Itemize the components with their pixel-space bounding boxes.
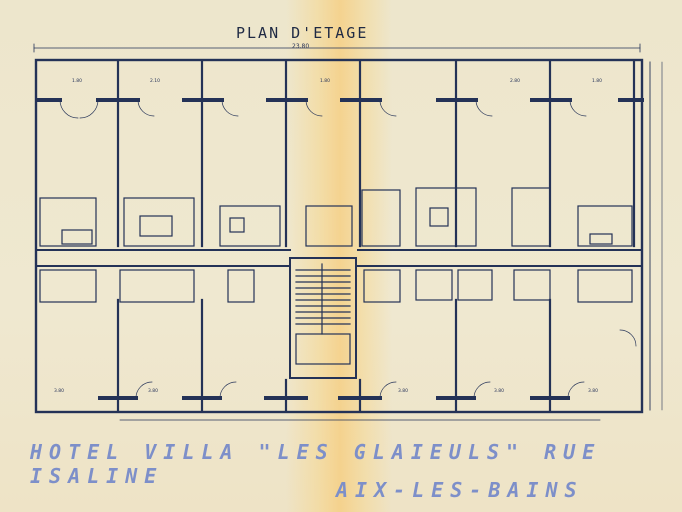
door-swings xyxy=(59,99,637,399)
room-label: 1.80 xyxy=(592,78,602,84)
room-label: 3.80 xyxy=(588,388,598,394)
bathrooms-top xyxy=(39,187,633,247)
caption-town: AIX-LES-BAINS xyxy=(336,478,584,502)
partitions-bottom xyxy=(116,298,552,412)
bathrooms-bottom xyxy=(39,269,633,303)
overall-dimension: 23.80 xyxy=(292,43,310,50)
room-label: 1.80 xyxy=(72,78,82,84)
partitions-top xyxy=(116,60,636,248)
room-label: 3.80 xyxy=(494,388,504,394)
room-labels-bottom: 3.80 3.80 3.80 3.80 3.80 xyxy=(54,388,598,394)
room-label: 3.80 xyxy=(54,388,64,394)
room-label: 2.10 xyxy=(150,78,160,84)
caption-hotel-name: HOTEL VILLA "LES GLAIEULS" RUE ISALINE xyxy=(30,440,602,488)
room-labels-top: 1.80 2.10 1.80 2.80 1.80 xyxy=(72,78,602,84)
room-label: 3.80 xyxy=(398,388,408,394)
plan-title: PLAN D'ETAGE xyxy=(236,24,369,42)
room-label: 3.80 xyxy=(148,388,158,394)
stair-core xyxy=(289,257,357,379)
outer-wall xyxy=(34,58,644,414)
room-label: 1.80 xyxy=(320,78,330,84)
room-label: 2.80 xyxy=(510,78,520,84)
